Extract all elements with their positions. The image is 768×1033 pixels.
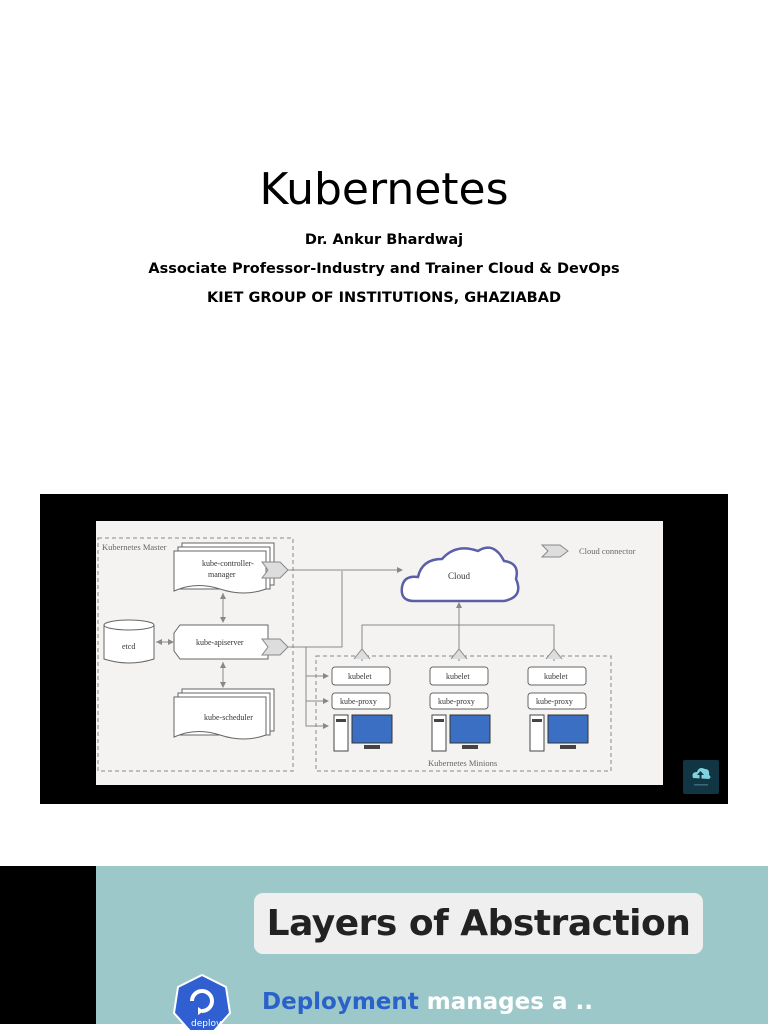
controller-manager-node: kube-controller- manager (173, 542, 275, 594)
svg-text:kube-apiserver: kube-apiserver (196, 638, 244, 647)
cloud-upload-icon[interactable] (683, 760, 719, 794)
deployment-rest: manages a .. (426, 989, 593, 1015)
kubernetes-architecture-diagram: Kubernetes Master kube-controller- manag… (96, 521, 663, 785)
deploy-icon-label: deploy (191, 1019, 222, 1029)
svg-text:kube-scheduler: kube-scheduler (204, 713, 253, 722)
minion-node: kubelet kube-proxy (527, 648, 589, 752)
slide-title: Kubernetes (259, 164, 509, 215)
svg-text:kube-proxy: kube-proxy (438, 697, 475, 706)
cloud-node: Cloud (400, 546, 520, 603)
svg-text:kube-controller-: kube-controller- (202, 559, 254, 568)
title-slide: Kubernetes Dr. Ankur Bhardwaj Associate … (0, 160, 768, 313)
cloud-connector-icon (261, 561, 289, 579)
minions-label: Kubernetes Minions (428, 758, 497, 768)
cloud-connector-icon (261, 638, 289, 656)
apiserver-node: kube-apiserver (173, 624, 269, 660)
svg-text:Cloud: Cloud (448, 571, 471, 581)
master-label: Kubernetes Master (102, 542, 167, 552)
svg-text:manager: manager (208, 570, 236, 579)
slide2-panel: Layers of Abstraction deploy Deployment … (96, 866, 768, 1032)
institution-name: KIET GROUP OF INSTITUTIONS, GHAZIABAD (207, 290, 561, 306)
svg-text:kube-proxy: kube-proxy (340, 697, 377, 706)
deployment-word: Deployment (262, 989, 419, 1015)
author-name: Dr. Ankur Bhardwaj (304, 232, 464, 248)
cloud-connector-legend-label: Cloud connector (579, 546, 636, 556)
scheduler-node: kube-scheduler (173, 688, 275, 740)
author-role: Associate Professor-Industry and Trainer… (148, 261, 620, 277)
embedded-video[interactable]: Kubernetes Master kube-controller- manag… (40, 494, 728, 804)
minion-node: kubelet kube-proxy (331, 648, 393, 752)
deployment-line: Deployment manages a .. (262, 989, 593, 1015)
second-slide: Layers of Abstraction deploy Deployment … (0, 866, 768, 1032)
svg-text:kubelet: kubelet (544, 672, 568, 681)
svg-text:kubelet: kubelet (446, 672, 470, 681)
master-box (97, 537, 294, 772)
svg-text:kubelet: kubelet (348, 672, 372, 681)
svg-text:kube-proxy: kube-proxy (536, 697, 573, 706)
heading-box: Layers of Abstraction (254, 893, 703, 954)
etcd-node: etcd (103, 619, 155, 664)
svg-text:etcd: etcd (122, 642, 135, 651)
slide2-heading: Layers of Abstraction (266, 903, 691, 944)
minion-node: kubelet kube-proxy (429, 648, 491, 752)
deploy-refresh-icon: deploy (172, 973, 232, 1032)
cloud-connector-legend-icon (540, 544, 569, 558)
